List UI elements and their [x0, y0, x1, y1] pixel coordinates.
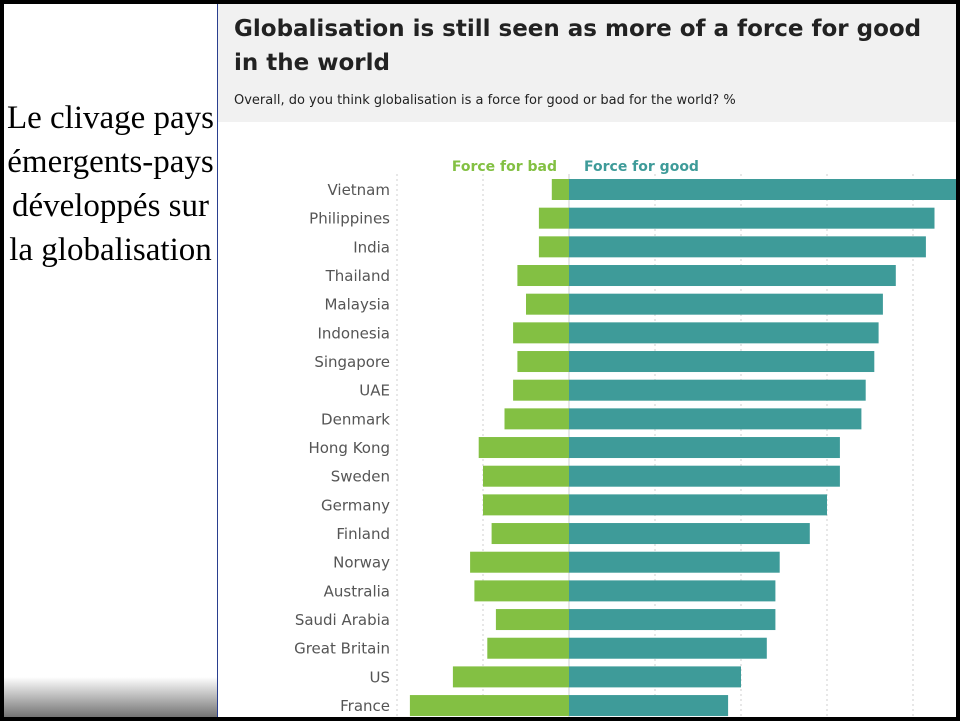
bar-good-uae	[569, 379, 866, 401]
category-label-india: India	[353, 238, 390, 256]
bar-bad-great-britain	[487, 637, 569, 659]
category-label-thailand: Thailand	[325, 267, 390, 285]
side-shadow	[4, 677, 217, 717]
bar-good-france	[569, 695, 729, 717]
side-panel: Le clivage pays émergents-pays développé…	[4, 4, 218, 717]
bar-bad-australia	[474, 580, 569, 602]
bar-chart: VietnamPhilippinesIndiaThailandMalaysiaI…	[294, 159, 956, 717]
category-label-denmark: Denmark	[321, 410, 390, 428]
legend: Force for bad Force for good	[452, 159, 699, 175]
bar-bad-vietnam	[551, 179, 569, 200]
side-caption: Le clivage pays émergents-pays développé…	[6, 100, 215, 268]
bar-good-germany	[569, 494, 827, 516]
bar-good-vietnam	[569, 179, 956, 200]
bar-bad-france	[409, 695, 569, 717]
bar-bad-denmark	[504, 408, 569, 430]
category-label-norway: Norway	[333, 554, 390, 572]
bar-bad-singapore	[517, 351, 569, 373]
bar-bad-norway	[470, 551, 569, 573]
category-label-vietnam: Vietnam	[327, 181, 390, 199]
category-label-australia: Australia	[324, 582, 390, 600]
category-label-singapore: Singapore	[314, 353, 390, 371]
legend-force-for-bad: Force for bad	[452, 159, 557, 175]
bar-good-indonesia	[569, 322, 879, 344]
bar-bad-philippines	[538, 207, 569, 229]
bar-good-india	[569, 236, 926, 258]
category-labels: VietnamPhilippinesIndiaThailandMalaysiaI…	[294, 181, 390, 715]
bar-good-singapore	[569, 351, 875, 373]
bar-bad-hong-kong	[478, 437, 569, 459]
category-label-indonesia: Indonesia	[317, 324, 390, 342]
bar-bad-germany	[483, 494, 569, 516]
chart-header: Globalisation is still seen as more of a…	[218, 4, 956, 122]
bar-good-us	[569, 666, 741, 688]
bar-good-sweden	[569, 465, 840, 487]
bar-bad-thailand	[517, 265, 569, 287]
bar-good-norway	[569, 551, 780, 573]
category-label-us: US	[369, 668, 390, 686]
bar-good-saudi-arabia	[569, 609, 776, 631]
bar-bad-finland	[491, 523, 569, 545]
chart-title: Globalisation is still seen as more of a…	[234, 16, 922, 76]
category-label-saudi-arabia: Saudi Arabia	[295, 611, 390, 629]
bars	[409, 179, 956, 717]
bar-bad-indonesia	[513, 322, 569, 344]
slide-frame: Le clivage pays émergents-pays développé…	[4, 4, 956, 717]
bar-bad-india	[538, 236, 569, 258]
category-label-great-britain: Great Britain	[294, 640, 390, 658]
bar-good-hong-kong	[569, 437, 840, 459]
category-label-sweden: Sweden	[331, 468, 390, 486]
bar-good-denmark	[569, 408, 862, 430]
bar-bad-sweden	[483, 465, 569, 487]
category-label-uae: UAE	[359, 382, 390, 400]
legend-force-for-good: Force for good	[584, 159, 699, 175]
bar-bad-saudi-arabia	[495, 609, 569, 631]
category-label-france: France	[340, 697, 390, 715]
bar-good-australia	[569, 580, 776, 602]
bar-good-philippines	[569, 207, 935, 229]
bar-bad-uae	[513, 379, 569, 401]
bar-good-malaysia	[569, 293, 883, 315]
bar-good-thailand	[569, 265, 896, 287]
category-label-malaysia: Malaysia	[324, 296, 390, 314]
bar-bad-malaysia	[526, 293, 569, 315]
category-label-philippines: Philippines	[309, 210, 390, 228]
category-label-hong-kong: Hong Kong	[308, 439, 390, 457]
category-label-germany: Germany	[321, 496, 390, 514]
category-label-finland: Finland	[336, 525, 390, 543]
bar-bad-us	[452, 666, 569, 688]
bar-good-great-britain	[569, 637, 767, 659]
bar-good-finland	[569, 523, 810, 545]
chart-subtitle: Overall, do you think globalisation is a…	[234, 93, 736, 108]
